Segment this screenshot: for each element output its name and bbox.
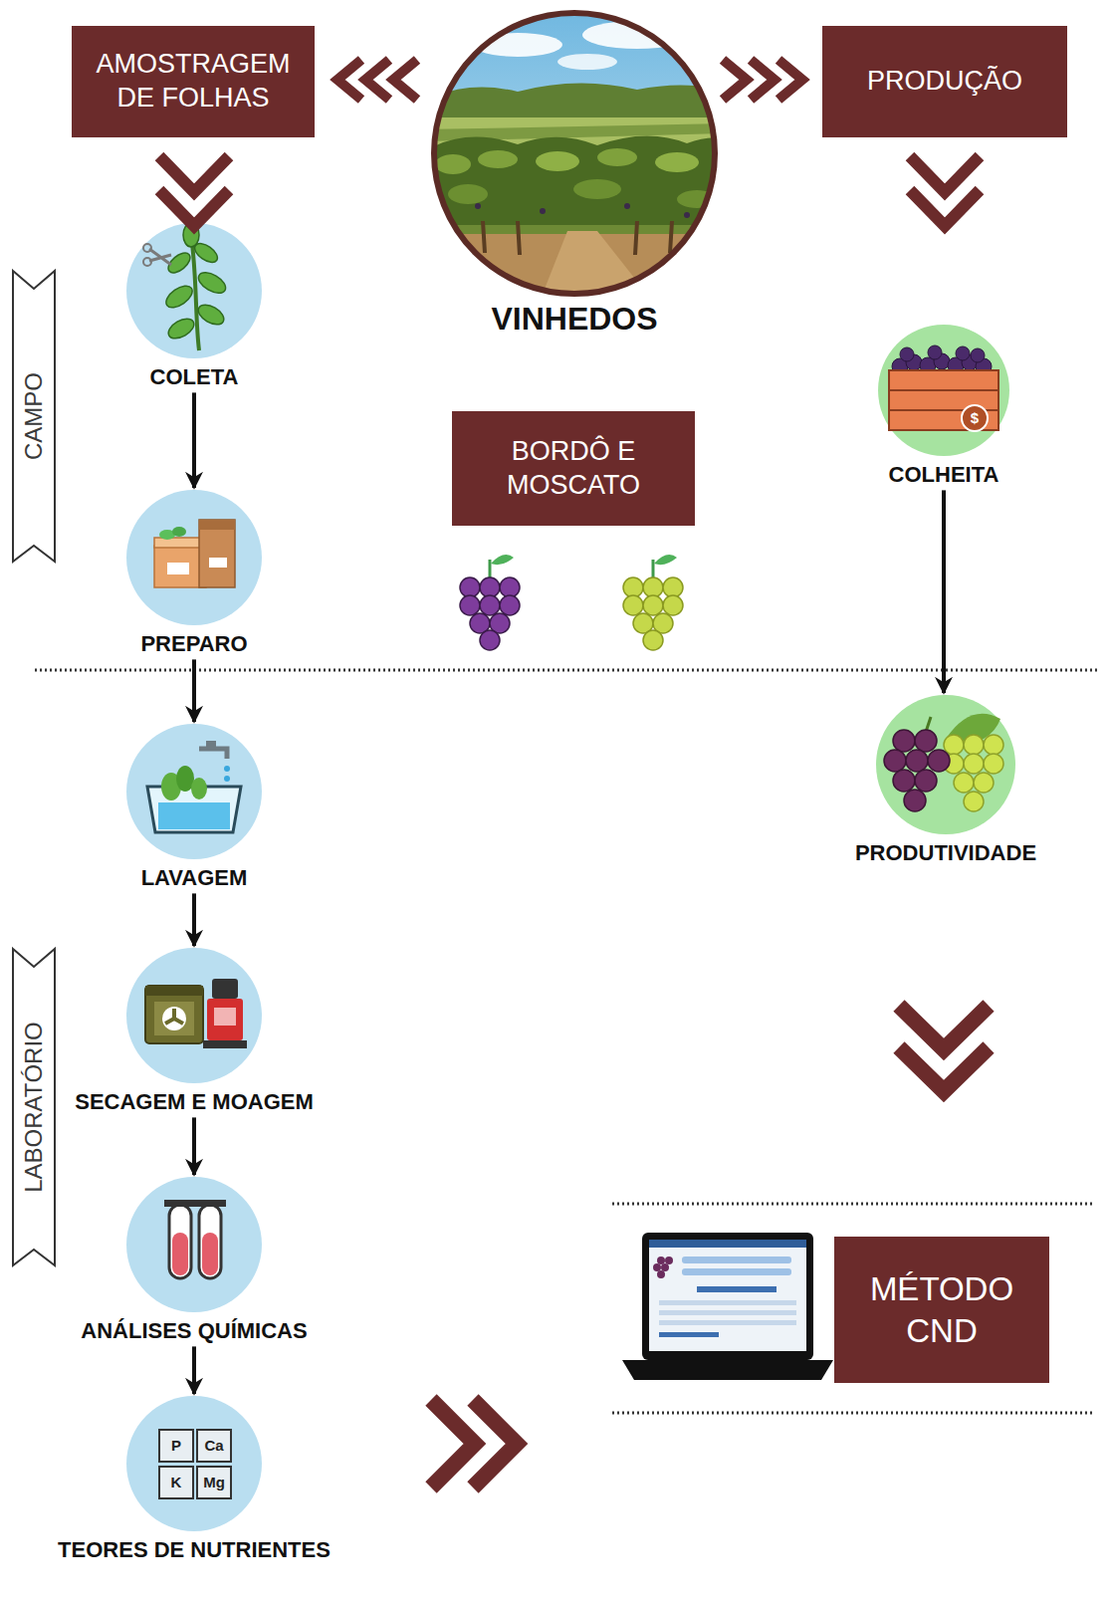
step-label: COLHEITA <box>888 461 1000 488</box>
arrow-connector <box>194 1116 196 1175</box>
chevron-connector <box>909 137 980 325</box>
element-symbol: P <box>171 1437 182 1455</box>
chevron-mark <box>909 156 980 193</box>
element-symbol: Ca <box>204 1437 223 1455</box>
chevron-mark <box>750 59 775 100</box>
chevron-mark <box>159 156 229 193</box>
result-circle: COLHEITA <box>878 324 1010 488</box>
box-title: BORDÔ E MOSCATO <box>465 435 681 503</box>
result-circles <box>876 324 1016 835</box>
variety-box: BORDÔ E MOSCATO <box>451 411 695 526</box>
section-label: LABORATÓRIO <box>20 1021 47 1193</box>
chevron-connector <box>159 137 229 226</box>
arrow-connector <box>943 489 945 693</box>
connector-route <box>335 1382 942 1444</box>
test-tube-icon <box>164 1199 226 1279</box>
vineyard-photo <box>428 7 727 307</box>
chevron-mark <box>778 59 803 100</box>
arrow-connector <box>194 392 196 488</box>
step-circle: LAVAGEM <box>126 723 262 891</box>
arrow-line <box>192 1345 197 1394</box>
step-label: SECAGEM E MOAGEM <box>74 1089 314 1115</box>
chevron-mark <box>393 59 418 100</box>
element-symbol: K <box>171 1474 183 1492</box>
chevron-connector <box>314 59 433 100</box>
arrow-line <box>192 1116 197 1175</box>
step-circle: SECAGEM E MOAGEM <box>69 947 319 1115</box>
step-circle: TEORES DE NUTRIENTES <box>52 1395 336 1563</box>
connector-route <box>194 137 196 223</box>
step-label: LAVAGEM <box>141 865 248 891</box>
arrow-connector <box>194 892 196 946</box>
arrow-line <box>192 892 197 946</box>
section-banner <box>12 948 55 1266</box>
arrow-line <box>192 659 197 722</box>
element-squares <box>159 1429 231 1499</box>
dotted-separator <box>612 1411 1093 1415</box>
branch-icon <box>143 222 229 351</box>
photo-frame <box>434 12 715 294</box>
step-circle: COLETA <box>126 222 262 391</box>
package-icon <box>154 519 235 588</box>
chevron-mark <box>722 59 747 100</box>
step-circle: ANÁLISES QUÍMICAS <box>75 1176 313 1344</box>
chevron-connector <box>335 1382 942 1488</box>
arrow-connector <box>194 659 196 722</box>
laptop-icon <box>622 1232 834 1380</box>
chevron-connector <box>716 59 823 100</box>
result-circle: PRODUTIVIDADE <box>850 694 1043 867</box>
chevron-mark <box>898 1005 989 1050</box>
dotted-separator <box>612 1202 1093 1206</box>
purple-grape-icon <box>459 554 520 651</box>
step-label: ANÁLISES QUÍMICAS <box>80 1318 307 1344</box>
element-symbol: Mg <box>203 1474 225 1492</box>
chevron-mark <box>898 1047 989 1092</box>
arrow-line <box>941 489 946 693</box>
crate-icon <box>888 345 999 432</box>
coin-symbol: $ <box>970 410 979 428</box>
grapes-icon <box>884 713 1004 812</box>
chevron-mark <box>337 59 362 100</box>
step-box: AMOSTRAGEM DE FOLHAS <box>71 25 315 138</box>
step-label: PRODUTIVIDADE <box>855 840 1037 867</box>
green-grape-icon <box>623 554 683 651</box>
step-box: PRODUÇÃO <box>822 25 1068 138</box>
chevron-connector <box>898 866 989 1237</box>
box-title: MÉTODO CND <box>848 1268 1036 1351</box>
chevron-mark <box>472 1399 517 1488</box>
chevron-mark <box>365 59 390 100</box>
chevron-mark <box>909 190 980 226</box>
step-label: VINHEDOS <box>490 299 658 338</box>
arrow-line <box>192 392 197 488</box>
step-label: COLETA <box>150 364 239 391</box>
oven-grinder-icon <box>145 978 247 1049</box>
washing-icon <box>147 740 241 833</box>
photo-circle: VINHEDOS <box>432 10 717 338</box>
chevron-mark <box>431 1399 475 1488</box>
section-label: CAMPO <box>20 372 47 460</box>
method-box: MÉTODO CND <box>834 1236 1050 1383</box>
step-circle: PREPARO <box>126 489 262 658</box>
step-label: PREPARO <box>140 631 247 658</box>
section-banner <box>12 270 55 562</box>
arrow-connector <box>194 1345 196 1394</box>
box-title: AMOSTRAGEM DE FOLHAS <box>85 47 301 116</box>
box-title: PRODUÇÃO <box>867 64 1023 99</box>
chevron-mark <box>159 190 229 226</box>
step-label: TEORES DE NUTRIENTES <box>57 1537 331 1563</box>
